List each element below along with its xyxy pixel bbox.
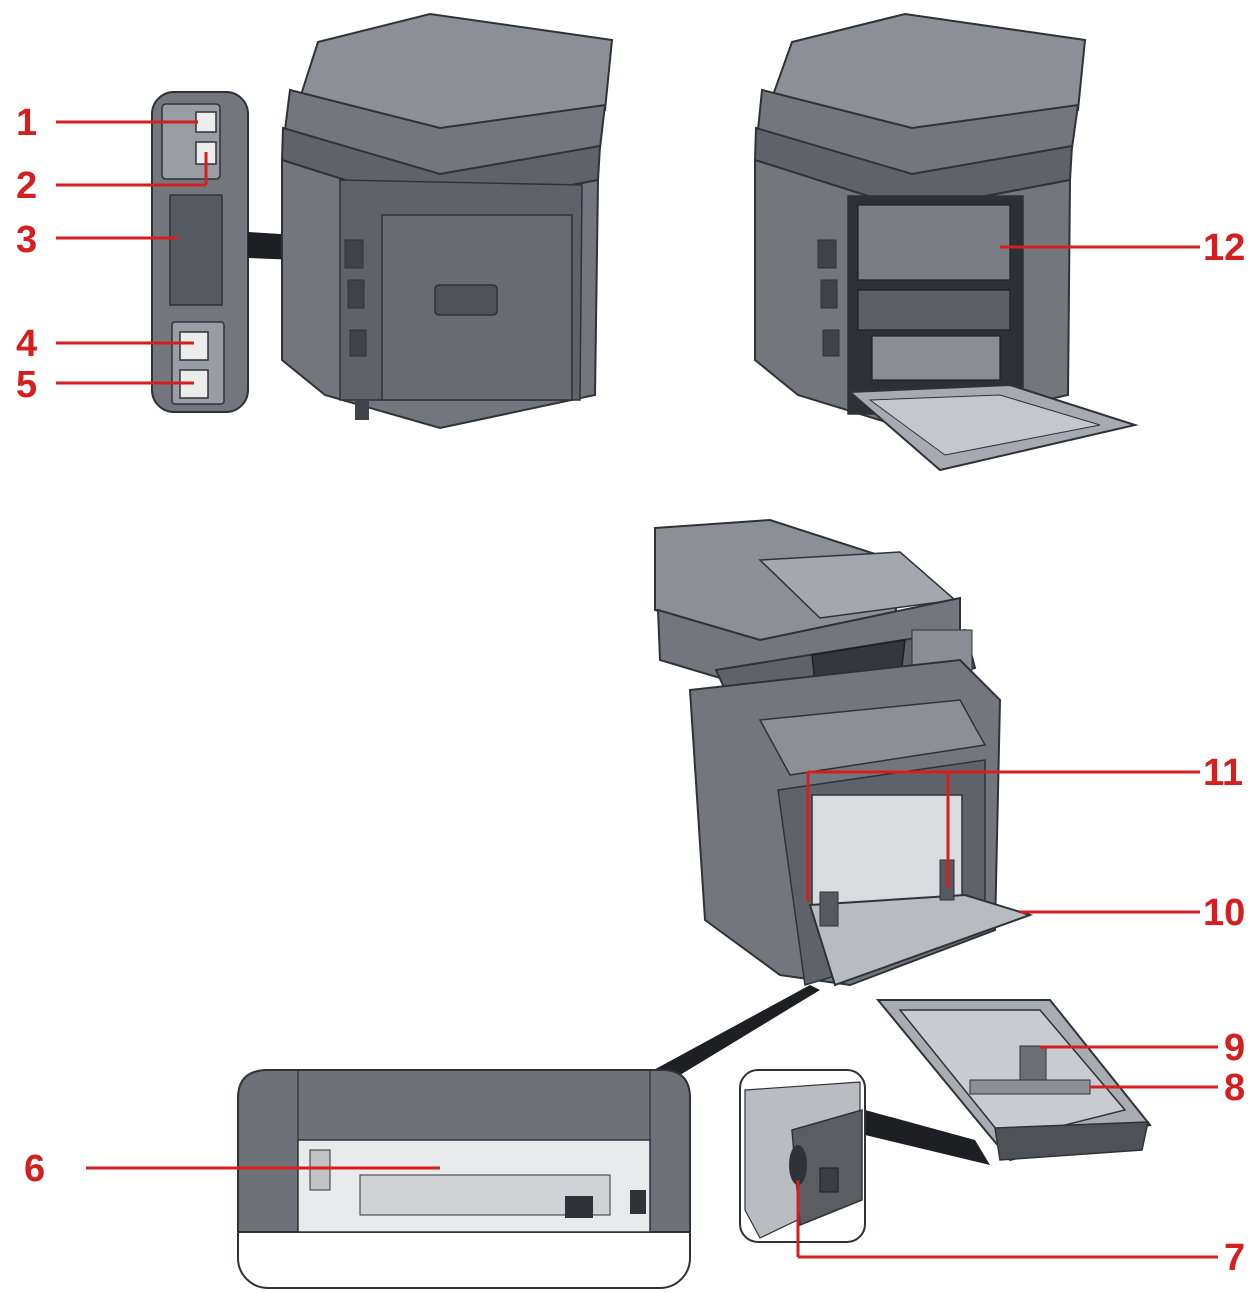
callout-8: 8 — [1224, 1067, 1245, 1109]
multipurpose-tray — [808, 893, 1034, 987]
usb-device-port-icon — [195, 111, 217, 133]
paper-width-guide-left — [819, 891, 839, 927]
tel-connector-icon — [179, 331, 209, 361]
callout-11: 11 — [1203, 752, 1243, 794]
callout-2: 2 — [16, 165, 37, 207]
size-dial-closeup — [739, 1069, 866, 1243]
rear-view-printer — [280, 12, 614, 430]
expansion-slot-cover — [169, 194, 223, 306]
paper-cassette — [875, 999, 1152, 1162]
output-tray — [758, 699, 987, 776]
multipurpose-tray-opening — [811, 794, 963, 906]
zoom-wedge-cassette — [865, 1110, 990, 1165]
size-dial — [789, 1145, 807, 1185]
callout-1: 1 — [16, 102, 37, 144]
callout-7: 7 — [1224, 1237, 1245, 1279]
callout-3: 3 — [16, 219, 37, 261]
rear-handle — [434, 284, 498, 316]
paper-length-guide — [969, 1079, 1091, 1095]
callout-10: 10 — [1203, 892, 1245, 934]
callout-6: 6 — [24, 1148, 45, 1190]
callout-12: 12 — [1203, 227, 1245, 269]
zoom-wedge-duplex — [650, 985, 820, 1075]
callout-5: 5 — [16, 364, 37, 406]
callout-4: 4 — [16, 323, 37, 365]
callout-9: 9 — [1224, 1027, 1245, 1069]
front-view-printer — [654, 518, 1034, 987]
paper-width-adjusting-tab — [1019, 1045, 1047, 1087]
fuser-cover — [857, 204, 1011, 281]
rear-view-door-open — [753, 12, 1139, 472]
duplex-unit-closeup — [237, 1069, 691, 1289]
interface-panel-closeup — [151, 91, 249, 413]
